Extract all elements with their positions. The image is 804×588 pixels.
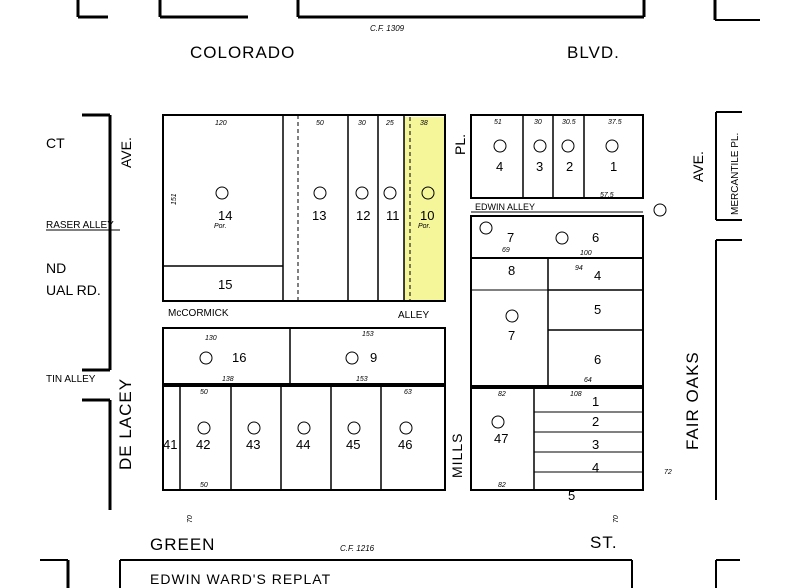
- lot-13: 13: [312, 208, 326, 223]
- lot-11: 11: [386, 208, 400, 223]
- label-mccormick: McCORMICK: [168, 308, 229, 319]
- label-ual-rd: UAL RD.: [46, 282, 101, 298]
- dim-138: 138: [222, 376, 234, 383]
- dim-70-a: 70: [187, 515, 194, 523]
- street-st: ST.: [590, 533, 618, 552]
- lot-45: 45: [346, 437, 360, 452]
- dim-100: 100: [580, 250, 592, 257]
- lot-9: 9: [370, 350, 377, 365]
- dim-82-b: 82: [498, 482, 506, 489]
- dim-375: 37.5: [608, 119, 622, 126]
- dim-94: 94: [575, 265, 583, 272]
- label-ave-left: AVE.: [118, 137, 134, 168]
- dim-38-top: 38: [420, 120, 428, 127]
- label-mercantile: MERCANTILE PL.: [730, 133, 741, 215]
- por-10: Por.: [418, 223, 431, 230]
- lot-1-low: 1: [592, 394, 599, 409]
- lot-15: 15: [218, 277, 232, 292]
- dim-70-b: 70: [613, 515, 620, 523]
- lot-3-low: 3: [592, 437, 599, 452]
- lot-10-highlight: [404, 117, 444, 300]
- dim-30-top: 30: [358, 120, 366, 127]
- dim-151: 151: [171, 193, 178, 205]
- lot-46: 46: [398, 437, 412, 452]
- lot-6-a: 6: [592, 230, 599, 245]
- dim-30-r: 30: [534, 119, 542, 126]
- lot-5-mid: 5: [594, 302, 601, 317]
- lot-44: 44: [296, 437, 310, 452]
- dim-25-top: 25: [385, 120, 394, 127]
- lot-4-mid: 4: [594, 268, 601, 283]
- street-green: GREEN: [150, 535, 215, 554]
- lot-5-low: 5: [568, 488, 575, 503]
- label-edwin-ward: EDWIN WARD'S REPLAT: [150, 571, 331, 587]
- lot-2-top: 2: [566, 159, 573, 174]
- dim-153-b: 153: [356, 376, 368, 383]
- dim-575: 57.5: [600, 192, 614, 199]
- lot-41: 41: [163, 437, 177, 452]
- lot-7-b: 7: [508, 328, 515, 343]
- lot-3-top: 3: [536, 159, 543, 174]
- por-14: Por.: [214, 223, 227, 230]
- lot-43: 43: [246, 437, 260, 452]
- dim-120: 120: [215, 120, 227, 127]
- cf-top: C.F. 1309: [370, 24, 405, 33]
- label-tin-alley: TIN ALLEY: [46, 374, 96, 385]
- lot-7-a: 7: [507, 230, 514, 245]
- lot-42: 42: [196, 437, 210, 452]
- dim-50-top: 50: [316, 120, 324, 127]
- lot-4-top: 4: [496, 159, 503, 174]
- label-edwin-alley: EDWIN ALLEY: [475, 202, 535, 212]
- dim-50-b1: 50: [200, 389, 208, 396]
- dim-69: 69: [502, 247, 510, 254]
- lot-4-low: 4: [592, 460, 599, 475]
- dim-82-a: 82: [498, 391, 506, 398]
- label-mills: MILLS: [449, 433, 465, 478]
- label-alley-mid: ALLEY: [398, 310, 429, 321]
- label-ave-right: AVE.: [690, 151, 706, 182]
- lot-1-top: 1: [610, 159, 617, 174]
- label-raser-alley: RASER ALLEY: [46, 220, 114, 231]
- lot-8: 8: [508, 263, 515, 278]
- street-colorado: COLORADO: [190, 43, 295, 62]
- lot-12: 12: [356, 208, 370, 223]
- dim-50-b2: 50: [200, 482, 208, 489]
- dim-63: 63: [404, 389, 412, 396]
- cf-bottom: C.F. 1216: [340, 544, 375, 553]
- lot-47: 47: [494, 431, 508, 446]
- dim-64: 64: [584, 377, 592, 384]
- label-de-lacey: DE LACEY: [116, 378, 135, 470]
- lot-16: 16: [232, 350, 246, 365]
- label-ct: CT: [46, 135, 65, 151]
- lot-10: 10: [420, 208, 434, 223]
- dim-108: 108: [570, 391, 582, 398]
- dim-305: 30.5: [562, 119, 576, 126]
- label-pl: PL.: [452, 134, 468, 155]
- dim-130: 130: [205, 335, 217, 342]
- lot-6-b: 6: [594, 352, 601, 367]
- dim-51: 51: [494, 119, 502, 126]
- lot-14: 14: [218, 208, 232, 223]
- label-nd: ND: [46, 260, 66, 276]
- street-blvd: BLVD.: [567, 43, 620, 62]
- dim-72: 72: [664, 469, 672, 476]
- dim-153-a: 153: [362, 331, 374, 338]
- lot-2-low: 2: [592, 414, 599, 429]
- label-fair-oaks: FAIR OAKS: [683, 351, 702, 450]
